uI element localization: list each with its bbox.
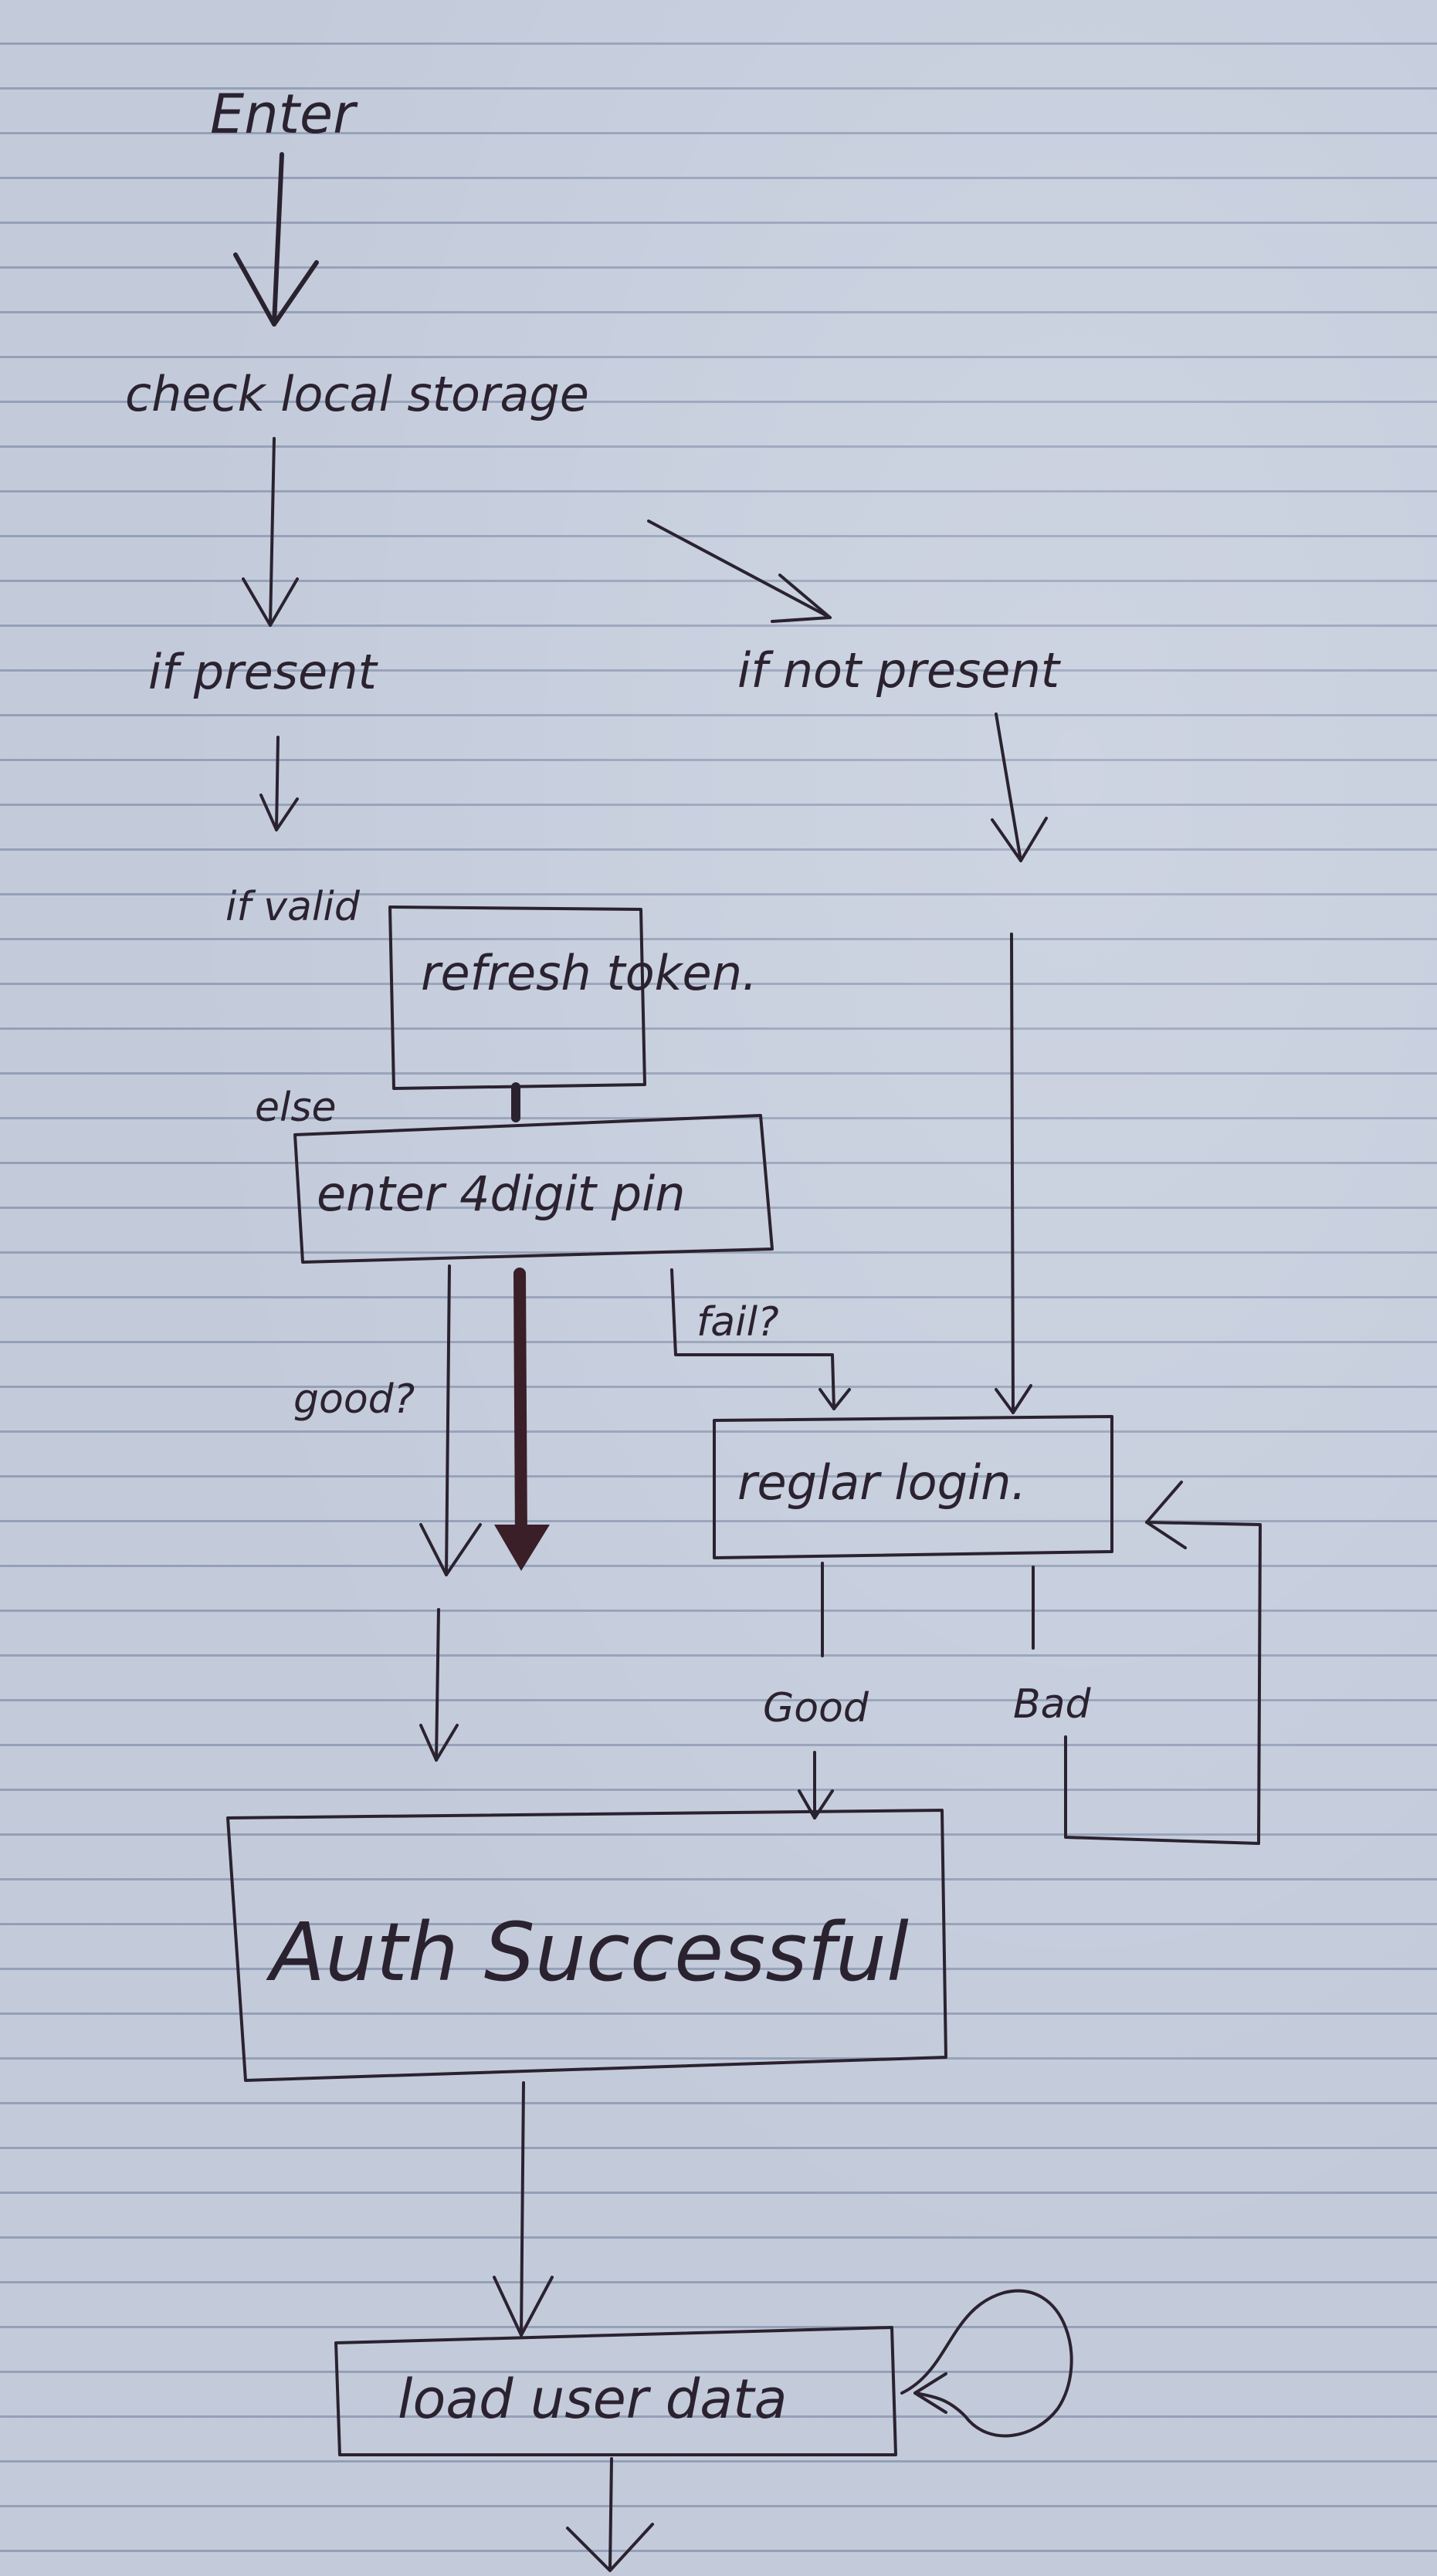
arrow-if-present-to-if-valid xyxy=(259,736,299,831)
node-refresh-token: refresh token. xyxy=(421,945,757,1001)
node-auth-successful: Auth Successful xyxy=(266,1905,909,1999)
label-fail-pin: fail? xyxy=(696,1299,779,1346)
arrow-login-bad-loop xyxy=(1032,1481,1262,1845)
arrow-pin-fail xyxy=(670,1268,851,1410)
node-enter-4digit-pin: enter 4digit pin xyxy=(317,1166,686,1222)
arrow-pin-good xyxy=(419,1264,482,1576)
arrow-right-column-to-regular-login xyxy=(995,933,1032,1414)
node-if-present: if present xyxy=(148,644,378,700)
node-if-not-present: if not present xyxy=(737,642,1062,699)
arrow-enter-to-check xyxy=(233,152,319,327)
box-refresh-token xyxy=(388,905,646,1090)
box-enter-pin xyxy=(293,1114,774,1264)
box-regular-login xyxy=(713,1415,1113,1559)
arrow-login-good xyxy=(798,1562,834,1819)
arrow-check-to-if-present xyxy=(242,437,299,627)
node-load-user-data: load user data xyxy=(398,2368,787,2431)
arrow-load-self-loop xyxy=(900,2289,1073,2438)
arrow-load-down xyxy=(566,2457,654,2572)
arrow-auth-to-load xyxy=(493,2081,554,2337)
arrow-check-to-if-not-present xyxy=(647,520,832,623)
node-check-local-storage: check local storage xyxy=(125,366,589,422)
arrow-if-not-present-down xyxy=(991,713,1048,862)
label-bad-login: Bad xyxy=(1013,1681,1092,1728)
arrow-refresh-token-heavy xyxy=(494,1268,550,1571)
node-else: else xyxy=(255,1085,337,1131)
node-enter: Enter xyxy=(210,83,358,146)
node-if-valid: if valid xyxy=(225,884,361,930)
arrow-into-auth-left xyxy=(419,1608,459,1762)
node-regular-login: reglar login. xyxy=(737,1454,1026,1511)
refresh-token-text: refresh token. xyxy=(421,945,757,1001)
label-good-pin: good? xyxy=(293,1376,415,1423)
label-good-login: Good xyxy=(763,1685,869,1731)
box-load-user-data xyxy=(334,2326,897,2456)
box-auth-successful xyxy=(226,1809,947,2082)
